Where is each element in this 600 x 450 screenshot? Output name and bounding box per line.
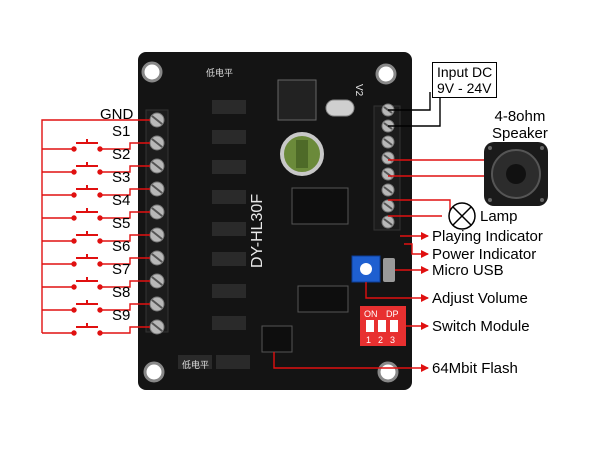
switch-label-s3: S3	[112, 169, 131, 186]
adjust-volume-label: Adjust Volume	[432, 290, 528, 307]
switch-label-s2: S2	[112, 146, 131, 163]
dip-pos-3: 3	[390, 335, 395, 345]
switch-module-label: Switch Module	[432, 318, 530, 335]
dip-dp-text: DP	[386, 309, 399, 319]
board-v2-text: V2	[353, 84, 364, 97]
dip-on-text: ON	[364, 309, 378, 319]
low-level-text: 低电平	[206, 67, 233, 79]
push-button-icon	[76, 254, 98, 259]
speaker-line2: Speaker	[492, 125, 548, 142]
low-level-text: 低电平	[182, 359, 209, 371]
lamp-wire	[388, 199, 451, 212]
dip-pos-1: 1	[366, 335, 371, 345]
push-button-icon	[76, 231, 98, 236]
mounting-hole-icon	[377, 361, 399, 383]
push-button-icon	[76, 323, 98, 328]
push-button-icon	[76, 162, 98, 167]
micro-usb-port	[383, 258, 395, 282]
switch-label-s1: S1	[112, 123, 131, 140]
switch-label-s5: S5	[112, 215, 131, 232]
potentiometer-knob	[360, 263, 372, 275]
adjust-volume-arrow	[365, 282, 429, 302]
input-dc-label: Input DC 9V - 24V	[432, 62, 498, 98]
mounting-hole-icon	[375, 63, 397, 85]
gnd-bus-wire	[41, 119, 150, 333]
flash-arrow	[273, 352, 429, 372]
power-indicator-label: Power Indicator	[432, 246, 537, 263]
speaker-line1: 4-8ohm	[494, 108, 546, 125]
right-screw-terminals	[381, 103, 395, 229]
board-components	[178, 100, 250, 369]
switch-label-s7: S7	[112, 261, 131, 278]
push-button-icon	[76, 185, 98, 190]
crystal	[325, 99, 355, 117]
voltage-regulator	[277, 79, 317, 121]
power-indicator-arrow	[404, 243, 429, 258]
playing-indicator-label: Playing Indicator	[432, 228, 543, 245]
input-dc-line2: 9V - 24V	[437, 80, 492, 96]
push-button-icon	[76, 300, 98, 305]
left-screw-terminals	[149, 112, 165, 335]
flash-label: 64Mbit Flash	[432, 360, 518, 377]
input-dc-wire	[388, 92, 441, 127]
lamp-label: Lamp	[480, 208, 518, 225]
small-chip	[261, 325, 293, 353]
mounting-hole-icon	[143, 361, 165, 383]
switch-label-s6: S6	[112, 238, 131, 255]
push-button-icon	[76, 277, 98, 282]
switch-label-s8: S8	[112, 284, 131, 301]
push-button-icon	[76, 208, 98, 213]
speaker-label: 4-8ohm Speaker	[492, 108, 548, 142]
dip-pos-2: 2	[378, 335, 383, 345]
input-dc-wire	[388, 92, 431, 111]
board-model-text: DY-HL30F	[249, 194, 266, 268]
capacitor-stripe	[296, 140, 308, 168]
main-ic-chip	[291, 187, 349, 225]
mounting-hole-icon	[141, 61, 163, 83]
switch-label-s9: S9	[112, 307, 131, 324]
switch-label-s4: S4	[112, 192, 131, 209]
gnd-label: GND	[100, 106, 134, 123]
push-button-icon	[76, 139, 98, 144]
switch-wiring	[41, 119, 150, 336]
micro-usb-label: Micro USB	[432, 262, 504, 279]
flash-chip	[297, 285, 349, 313]
input-dc-line1: Input DC	[437, 64, 493, 80]
